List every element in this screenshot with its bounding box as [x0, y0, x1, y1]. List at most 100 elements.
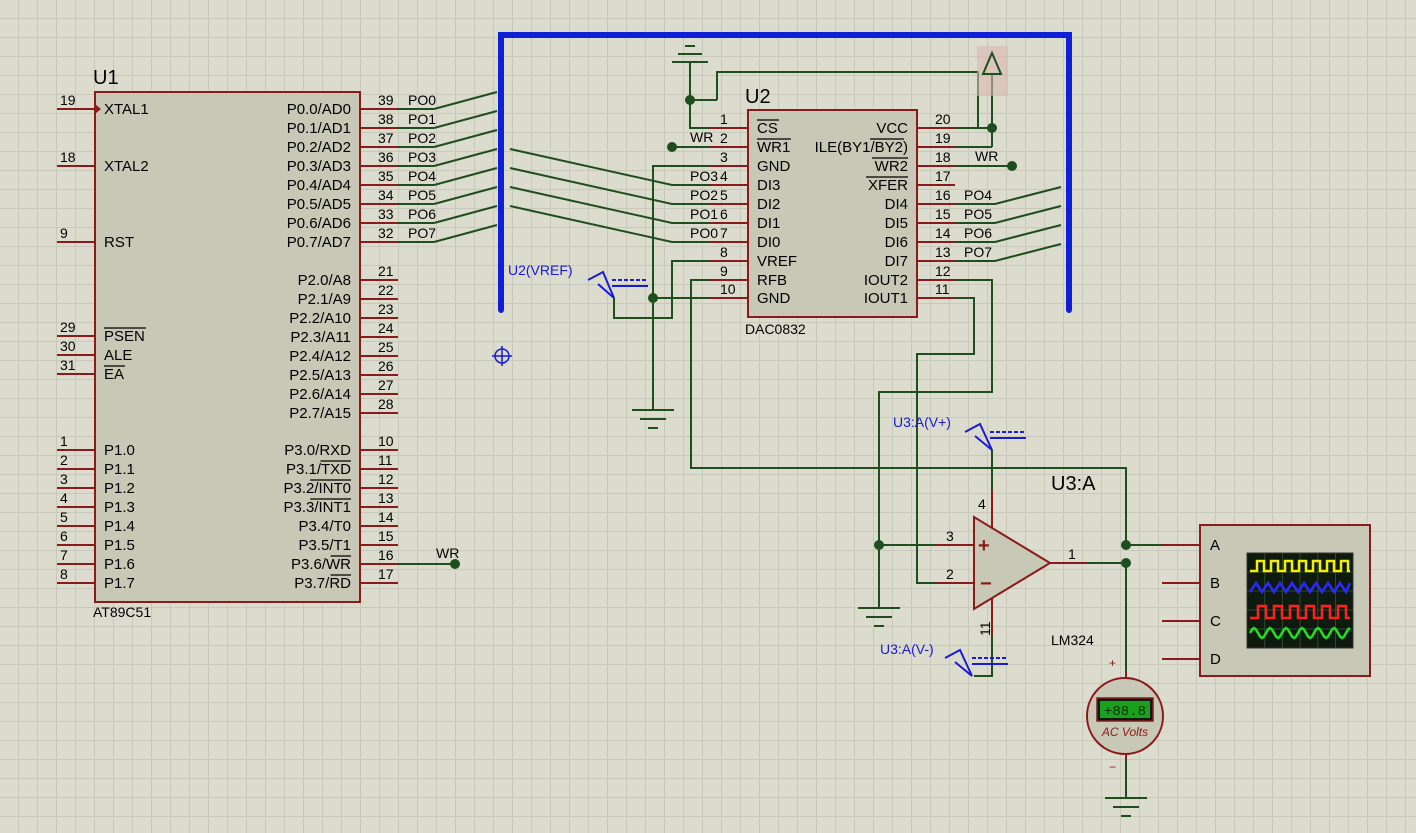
- u1-pin-label: P0.1/AD1: [287, 120, 351, 137]
- u2-wiring: [509, 62, 1127, 584]
- ac-voltmeter[interactable]: +88.8 AC Volts + −: [1086, 656, 1164, 774]
- u3-pin-minus-num: 2: [946, 566, 954, 582]
- u2-pin-label: DI3: [757, 177, 780, 194]
- u1-pin-label: P0.5/AD5: [287, 196, 351, 213]
- u1-pin-label: ALE: [104, 347, 132, 364]
- u2-pin-number: 17: [935, 168, 951, 184]
- u2-net-label: PO3: [690, 168, 718, 184]
- u3-pin-plus-num: 3: [946, 528, 954, 544]
- u1-pin-number: 36: [378, 149, 394, 165]
- u2-net-label: WR: [690, 129, 713, 145]
- u3-wiring: [874, 450, 1162, 798]
- scope-channel-label: C: [1210, 613, 1221, 630]
- u1-pin-label: P1.5: [104, 537, 135, 554]
- u1-pin-number: 28: [378, 396, 394, 412]
- u1-net-label: PO1: [408, 111, 436, 127]
- u1-right-pins: 39P0.0/AD038P0.1/AD137P0.2/AD236P0.3/AD3…: [283, 92, 398, 592]
- u2-pin-number: 4: [720, 168, 728, 184]
- u3-opamp[interactable]: U3:A LM324 3 2 1 4 11 + −: [936, 473, 1096, 648]
- scope-trace-d: [1248, 626, 1351, 640]
- u1-net-label: PO0: [408, 92, 436, 108]
- u1-left-pins: 19XTAL118XTAL29RST29PSEN30ALE31EA1P1.02P…: [57, 92, 149, 592]
- u1-pin-label: PSEN: [104, 328, 145, 345]
- u1-pin-label: P3.4/T0: [298, 518, 351, 535]
- vref-probe[interactable]: U2(VREF): [508, 262, 648, 299]
- u1-pin-label: P3.0/RXD: [284, 442, 351, 459]
- u1-pin-number: 25: [378, 339, 394, 355]
- bus-entry: [433, 205, 498, 224]
- top-supply-symbol[interactable]: [672, 45, 708, 63]
- u2-left-pins: 1CS2WR13GND4DI35DI26DI17DI08VREF9RFB10GN…: [690, 111, 797, 307]
- vplus-probe[interactable]: U3:A(V+): [893, 414, 1026, 451]
- u1-pin-number: 27: [378, 377, 394, 393]
- u1-net-label: PO6: [408, 206, 436, 222]
- u2-pin-number: 9: [720, 263, 728, 279]
- u1-net-label: PO7: [408, 225, 436, 241]
- u1-pin-number: 18: [60, 149, 76, 165]
- u2-net-label: PO0: [690, 225, 718, 241]
- u1-pin-label: P0.4/AD4: [287, 177, 351, 194]
- u2-pin-label: VREF: [757, 253, 797, 270]
- u1-wr-net[interactable]: WR: [398, 545, 460, 569]
- u1-pin-label: EA: [104, 366, 124, 383]
- u1-pin-label: P0.0/AD0: [287, 101, 351, 118]
- u1-pin-number: 4: [60, 490, 68, 506]
- u1-pin-number: 38: [378, 111, 394, 127]
- u1-pin-label: P3.3/INT1: [283, 499, 351, 516]
- u2-pin-number: 3: [720, 149, 728, 165]
- u1-pin-number: 30: [60, 338, 76, 354]
- u2-right-pins: 20VCC19ILE(BY1/BY2)18WR217XFER16DI415DI5…: [815, 111, 999, 307]
- vminus-probe-label: U3:A(V-): [880, 641, 934, 657]
- bus-entry: [433, 129, 498, 148]
- u2-dac[interactable]: U2 DAC0832 1CS2WR13GND4DI35DI26DI17DI08V…: [690, 86, 998, 337]
- u1-body[interactable]: [94, 91, 361, 603]
- u1-pin-number: 7: [60, 547, 68, 563]
- vminus-probe[interactable]: U3:A(V-): [880, 641, 1008, 677]
- u1-pin-label: P1.7: [104, 575, 135, 592]
- wr-terminal-dot: [450, 559, 460, 569]
- u1-pin-label: P2.3/A11: [290, 329, 351, 346]
- u1-pin-label: P3.5/T1: [298, 537, 351, 554]
- u2-net-label: PO6: [964, 225, 992, 241]
- dac-ground-symbol[interactable]: [632, 409, 674, 429]
- bus-line[interactable]: [498, 32, 1072, 313]
- u2-pin-label: XFER: [868, 177, 908, 194]
- u1-pin-number: 17: [378, 566, 394, 582]
- u1-wr-net-label: WR: [436, 545, 459, 561]
- u2-pin-label: DI4: [885, 196, 908, 213]
- meter-reading: +88.8: [1104, 704, 1146, 720]
- u2-body[interactable]: [747, 109, 918, 318]
- u2-net-label: PO2: [690, 187, 718, 203]
- u1-pin-number: 24: [378, 320, 394, 336]
- u2-pin-number: 16: [935, 187, 951, 203]
- u1-pin-number: 39: [378, 92, 394, 108]
- u1-pin-number: 35: [378, 168, 394, 184]
- u1-pin-label: P1.2: [104, 480, 135, 497]
- u2-pin-number: 1: [720, 111, 728, 127]
- data-bus[interactable]: [433, 32, 1072, 313]
- u1-pin-number: 6: [60, 528, 68, 544]
- u1-microcontroller[interactable]: U1 AT89C51 19XTAL118XTAL29RST29PSEN30ALE…: [57, 67, 398, 620]
- u1-pin-label: P0.7/AD7: [287, 234, 351, 251]
- u1-pin-number: 31: [60, 357, 76, 373]
- u2-pin-number: 20: [935, 111, 951, 127]
- bus-entries: [433, 91, 498, 243]
- u2-pin-label: DI5: [885, 215, 908, 232]
- u3-plus-sign: +: [978, 535, 990, 557]
- scope-trace-b: [1248, 580, 1352, 595]
- u1-pin-label: P3.2/INT0: [283, 480, 351, 497]
- u2-pin-label: ILE(BY1/BY2): [815, 139, 908, 156]
- power-arrow[interactable]: [977, 46, 1008, 96]
- u1-pin-number: 15: [378, 528, 394, 544]
- bus-entry: [433, 110, 498, 129]
- opamp-ground-symbol[interactable]: [858, 607, 900, 627]
- u3-triangle[interactable]: [973, 515, 1052, 611]
- u1-pin-label: P2.1/A9: [298, 291, 351, 308]
- u2-pin-number: 2: [720, 130, 728, 146]
- u2-pin-number: 10: [720, 281, 736, 297]
- meter-ground-symbol[interactable]: [1105, 797, 1147, 817]
- u1-pin-label: P1.1: [104, 461, 135, 478]
- u2-pin-number: 6: [720, 206, 728, 222]
